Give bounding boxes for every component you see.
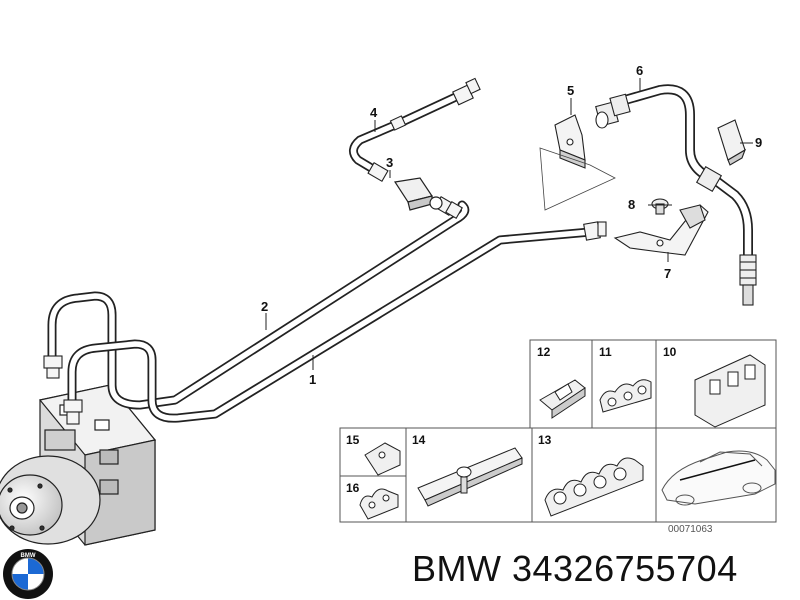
hose-fittings [595, 93, 757, 306]
logo-text: BMW [21, 553, 36, 559]
bracket-part-7 [613, 204, 709, 256]
hose-part-6 [620, 84, 753, 265]
leader-lines [265, 78, 753, 370]
relation-outline [539, 147, 616, 211]
box-labels: 12 11 10 15 16 14 13 00071063 [346, 345, 713, 535]
pipe-fittings [43, 77, 607, 425]
callout-9: 9 [755, 135, 762, 150]
clip-part-11 [599, 379, 652, 413]
callout-3: 3 [386, 155, 393, 170]
label-15: 15 [346, 433, 360, 447]
bracket-part-14 [417, 447, 523, 507]
callout-5: 5 [567, 83, 574, 98]
car-location-illustration [661, 450, 776, 506]
label-14: 14 [412, 433, 426, 447]
label-16: 16 [346, 481, 360, 495]
clip-part-9 [717, 119, 747, 166]
bmw-logo-icon: BMW [3, 549, 53, 599]
detail-panel [339, 339, 777, 523]
clip-part-16 [359, 488, 399, 520]
label-13: 13 [538, 433, 552, 447]
label-10: 10 [663, 345, 677, 359]
part-number-caption: BMW 34326755704 [412, 548, 738, 589]
bracket-part-5 [554, 114, 586, 169]
callout-6: 6 [636, 63, 643, 78]
callout-2: 2 [261, 299, 268, 314]
label-11: 11 [599, 345, 612, 359]
connector-part-3 [393, 177, 443, 211]
callout-7: 7 [664, 266, 671, 281]
brake-pipes [47, 90, 595, 423]
document-number: 00071063 [668, 524, 713, 535]
clip-part-10 [694, 354, 766, 428]
clip-part-15 [364, 442, 401, 476]
clip-part-12 [539, 379, 586, 419]
clip-part-13 [544, 457, 644, 517]
callout-1: 1 [309, 372, 316, 387]
callout-4: 4 [370, 105, 378, 120]
bolt-part-8 [651, 198, 669, 215]
callouts: 1 2 3 4 5 6 7 8 9 [261, 63, 762, 387]
callout-8: 8 [628, 197, 635, 212]
label-12: 12 [537, 345, 551, 359]
